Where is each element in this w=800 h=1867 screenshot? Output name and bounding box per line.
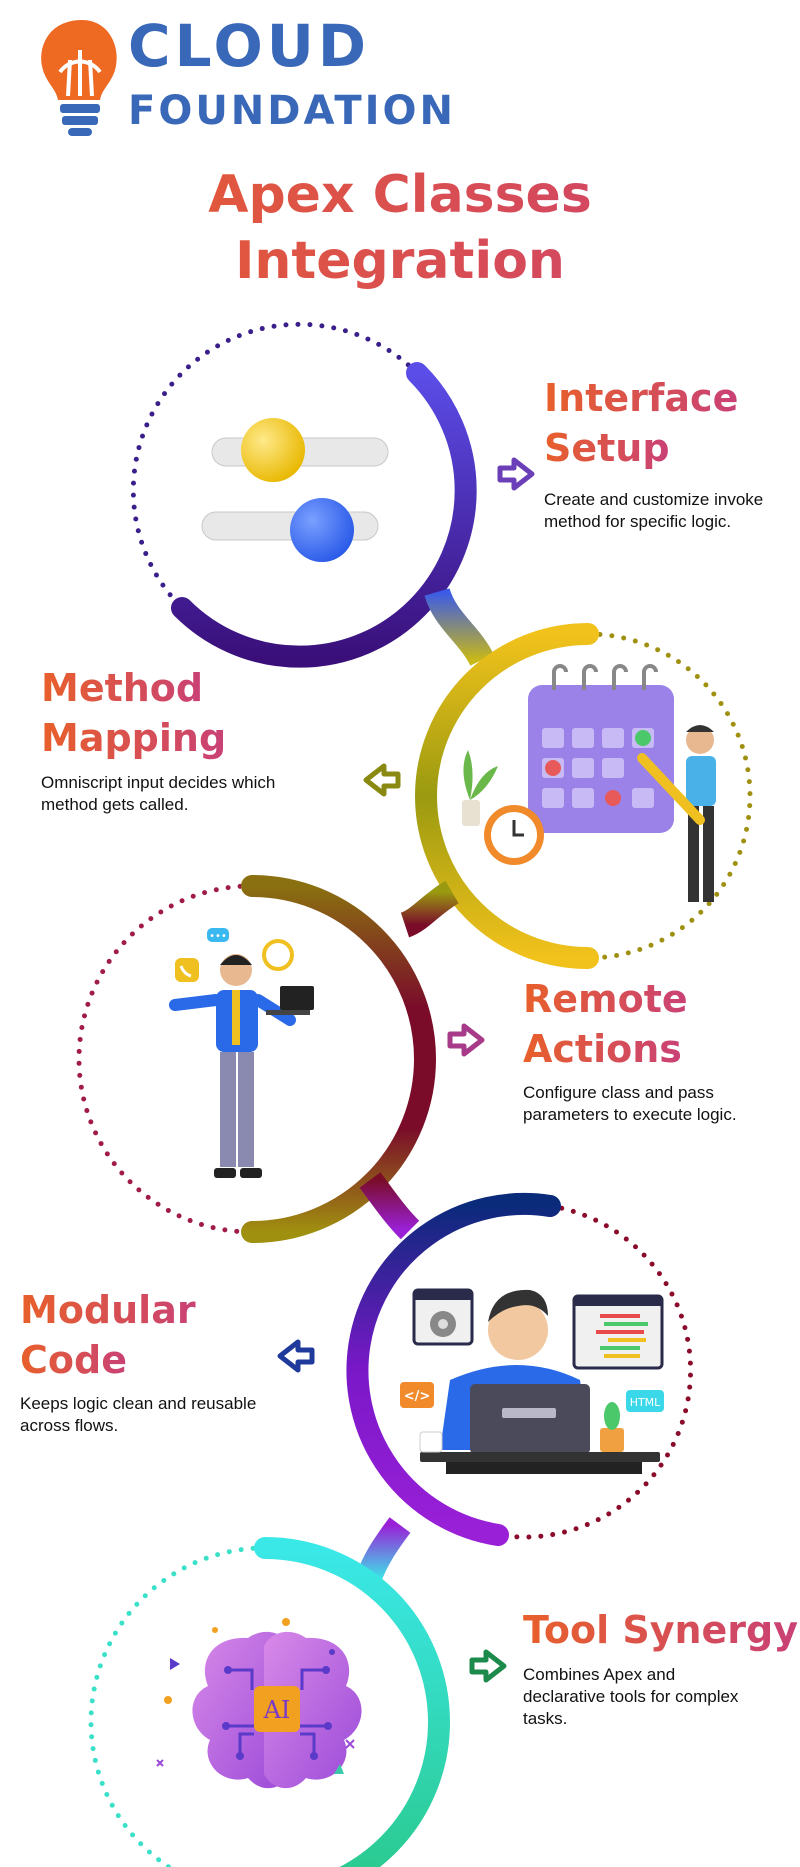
step-4-heading-line-1: Modular	[20, 1285, 196, 1335]
step-3-circle	[76, 875, 436, 1243]
arrow-left-icon	[363, 763, 401, 797]
ai-brain-illustration: AI	[156, 1618, 362, 1789]
step-4-heading-line-2: Code	[20, 1335, 127, 1385]
step-3-desc-line-1: Configure class and pass	[523, 1083, 714, 1102]
step-5-desc-line-2: declarative tools for complex	[523, 1687, 739, 1706]
calendar-planner-illustration	[462, 664, 716, 902]
html-tag: HTML	[630, 1396, 661, 1409]
step-3-heading-line-2: Actions	[523, 1024, 682, 1074]
page-title-line-1: Apex Classes	[0, 162, 800, 228]
arrow-left-icon	[277, 1339, 315, 1373]
step-5-desc-line-1: Combines Apex and	[523, 1665, 676, 1684]
arrow-right-icon	[497, 457, 535, 491]
connector-2	[399, 880, 459, 938]
support-agent-illustration: •••	[169, 928, 314, 1178]
step-1-desc-line-1: Create and customize invoke	[544, 490, 764, 509]
logo-line-2: FOUNDATION	[128, 88, 456, 134]
step-1-desc-line-2: method for specific logic.	[544, 512, 732, 531]
step-1-heading-line-2: Setup	[544, 423, 670, 473]
step-5-circle	[88, 1537, 450, 1867]
step-4-circle	[346, 1193, 694, 1546]
step-3-desc-line-2: parameters to execute logic.	[523, 1105, 737, 1124]
step-5-desc-line-3: tasks.	[523, 1709, 568, 1728]
step-4-desc-line-1: Keeps logic clean and reusable	[20, 1394, 257, 1413]
step-2-desc-line-2: method gets called.	[41, 795, 189, 814]
toggle-sliders-illustration	[201, 418, 389, 562]
arrow-right-icon	[447, 1023, 485, 1057]
step-2-desc-line-1: Omniscript input decides which	[41, 773, 276, 792]
code-tag: </>	[404, 1389, 431, 1404]
chat-dots: •••	[209, 931, 227, 942]
step-2-heading-line-2: Mapping	[41, 713, 226, 763]
step-2-heading-line-1: Method	[41, 663, 203, 713]
developer-workstation-illustration: </> HTML	[400, 1288, 664, 1474]
connector-3	[359, 1172, 420, 1240]
step-5-heading: Tool Synergy	[523, 1605, 798, 1655]
arrow-right-icon	[469, 1649, 507, 1683]
connector-1	[424, 587, 494, 667]
step-2-circle	[415, 623, 753, 969]
ai-chip-label: AI	[263, 1696, 291, 1724]
step-1-circle	[130, 321, 477, 668]
logo-line-1: CLOUD	[128, 12, 371, 80]
lightbulb-icon	[41, 20, 117, 136]
step-4-desc-line-2: across flows.	[20, 1416, 119, 1435]
step-3-heading-line-1: Remote	[523, 974, 688, 1024]
page-title-line-2: Integration	[0, 228, 800, 294]
step-1-heading-line-1: Interface	[544, 373, 738, 423]
